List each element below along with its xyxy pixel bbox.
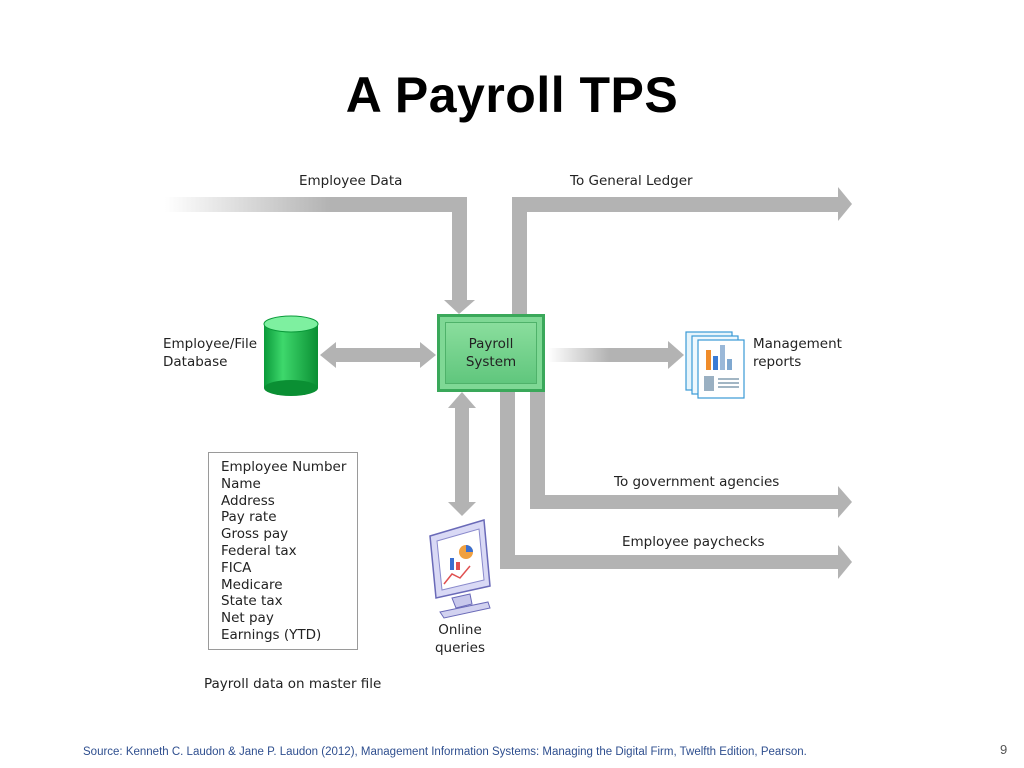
online-queries-arrow [448, 392, 476, 516]
online-queries-label: Online queries [434, 622, 486, 656]
master-file-field-list: Employee Number Name Address Pay rate Gr… [209, 453, 357, 644]
general-ledger-label: To General Ledger [570, 173, 693, 189]
field-item: Net pay [221, 610, 274, 627]
general-ledger-arrow [512, 187, 852, 315]
field-item: Medicare [221, 576, 283, 593]
reports-document-icon [685, 331, 745, 399]
database-cylinder-icon [263, 315, 319, 396]
field-item: State tax [221, 593, 283, 610]
field-item: Federal tax [221, 542, 297, 559]
master-file-fields-box: Employee Number Name Address Pay rate Gr… [208, 452, 358, 650]
field-item: Earnings (YTD) [221, 626, 322, 643]
payroll-system-box [437, 314, 545, 392]
field-item: Pay rate [221, 509, 277, 526]
paychecks-arrow [500, 392, 852, 579]
employee-data-arrow [165, 197, 475, 314]
database-payroll-arrow [320, 342, 436, 368]
employee-data-label: Employee Data [299, 173, 403, 189]
monitor-icon [429, 519, 491, 619]
field-item: Name [221, 475, 261, 492]
paychecks-label: Employee paychecks [622, 534, 765, 550]
field-item: Address [221, 492, 275, 509]
master-file-caption: Payroll data on master file [204, 676, 382, 692]
field-item: FICA [221, 559, 252, 576]
field-item: Employee Number [221, 459, 347, 475]
page-number: 9 [1000, 742, 1008, 757]
management-reports-arrow [548, 341, 684, 369]
management-reports-label: Management reports [753, 336, 842, 370]
government-arrow [530, 392, 852, 518]
payroll-system-label: Payroll System [465, 336, 517, 370]
field-item: Gross pay [221, 526, 289, 543]
government-label: To government agencies [614, 474, 780, 490]
slide-title: A Payroll TPS [345, 67, 679, 123]
source-citation: Source: Kenneth C. Laudon & Jane P. Laud… [83, 746, 807, 758]
database-label: Employee/File Database [163, 336, 257, 370]
